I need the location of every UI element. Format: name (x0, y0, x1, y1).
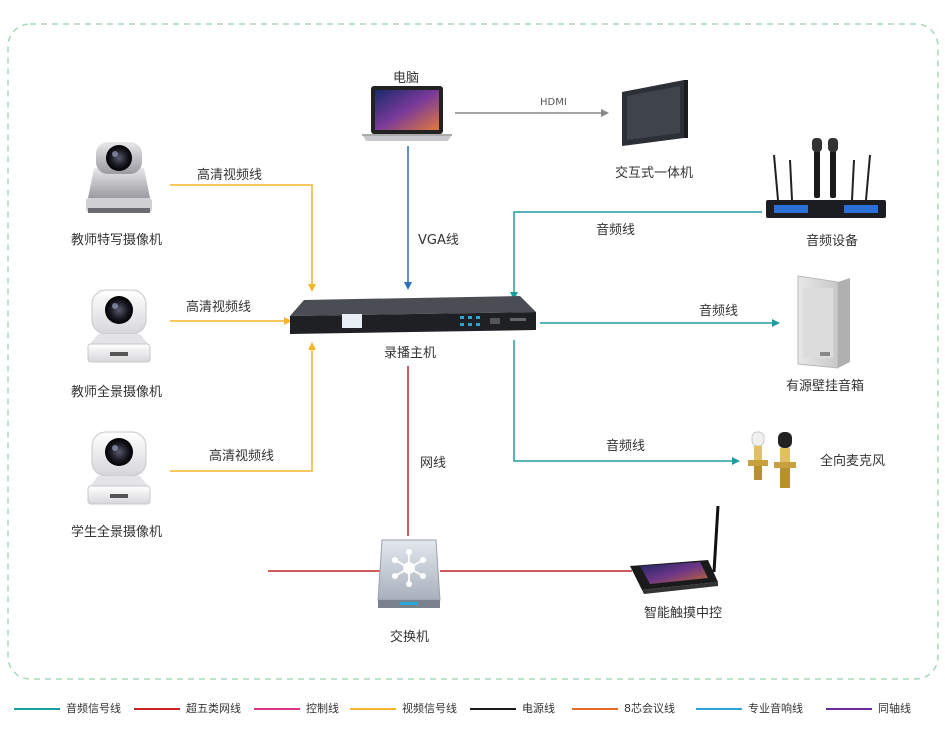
vga-label: VGA线 (418, 233, 459, 248)
switch-label: 交换机 (390, 630, 430, 645)
audio-speaker-label: 音频线 (699, 304, 739, 319)
diagram-border (7, 23, 939, 680)
legend-label: 电源线 (522, 702, 555, 715)
legend: 音频信号线 超五类网线 控制线 视频信号线 电源线 8芯会议线 专业音响线 同 (0, 697, 945, 721)
legend-label: 同轴线 (878, 702, 911, 715)
touch-controller-label: 智能触摸中控 (644, 606, 723, 621)
legend-swatch (826, 708, 872, 710)
recorder-host-icon (290, 296, 536, 334)
student-panorama-camera-icon (87, 431, 151, 505)
teacher-closeup-camera-icon (86, 142, 152, 213)
legend-swatch (254, 708, 300, 710)
video-line-3 (170, 342, 316, 472)
legend-label: 8芯会议线 (624, 702, 675, 715)
teacher-closeup-camera-label: 教师特写摄像机 (71, 233, 163, 248)
switch-icon (377, 539, 441, 608)
legend-label: 音频信号线 (66, 702, 121, 715)
hd-video-label-1: 高清视频线 (197, 168, 263, 183)
legend-label: 控制线 (306, 702, 339, 715)
wall-speaker-label: 有源壁挂音箱 (786, 379, 865, 394)
audio-line-mic (513, 340, 740, 465)
network-label: 网线 (420, 456, 447, 471)
teacher-panorama-camera-icon (87, 289, 151, 363)
microphone-icon (748, 431, 796, 488)
interactive-display-label: 交互式一体机 (615, 166, 694, 181)
legend-swatch (470, 708, 516, 710)
legend-label: 视频信号线 (402, 702, 457, 715)
hd-video-label-2: 高清视频线 (186, 300, 252, 315)
interactive-display-icon (622, 80, 688, 146)
touch-controller-icon (630, 505, 720, 594)
microphone-label: 全向麦克风 (820, 454, 886, 469)
hdmi-label: HDMI (540, 97, 567, 108)
legend-swatch (350, 708, 396, 710)
audio-line-in (510, 211, 762, 300)
wall-speaker-icon (797, 275, 850, 369)
legend-swatch (134, 708, 180, 710)
teacher-panorama-camera-label: 教师全景摄像机 (71, 385, 163, 400)
audio-device-label: 音频设备 (806, 234, 859, 249)
legend-swatch (696, 708, 742, 710)
video-line-1 (170, 184, 316, 292)
audio-mic-label: 音频线 (606, 439, 646, 454)
hd-video-label-3: 高清视频线 (209, 449, 275, 464)
audio-device-icon (766, 138, 886, 218)
laptop-icon (362, 86, 452, 141)
legend-swatch (14, 708, 60, 710)
legend-label: 专业音响线 (748, 702, 803, 715)
recorder-host-label: 录播主机 (384, 346, 437, 361)
audio-in-label: 音频线 (596, 223, 636, 238)
legend-label: 超五类网线 (186, 702, 241, 715)
computer-label: 电脑 (393, 71, 420, 86)
legend-swatch (572, 708, 618, 710)
student-panorama-camera-label: 学生全景摄像机 (71, 525, 163, 540)
